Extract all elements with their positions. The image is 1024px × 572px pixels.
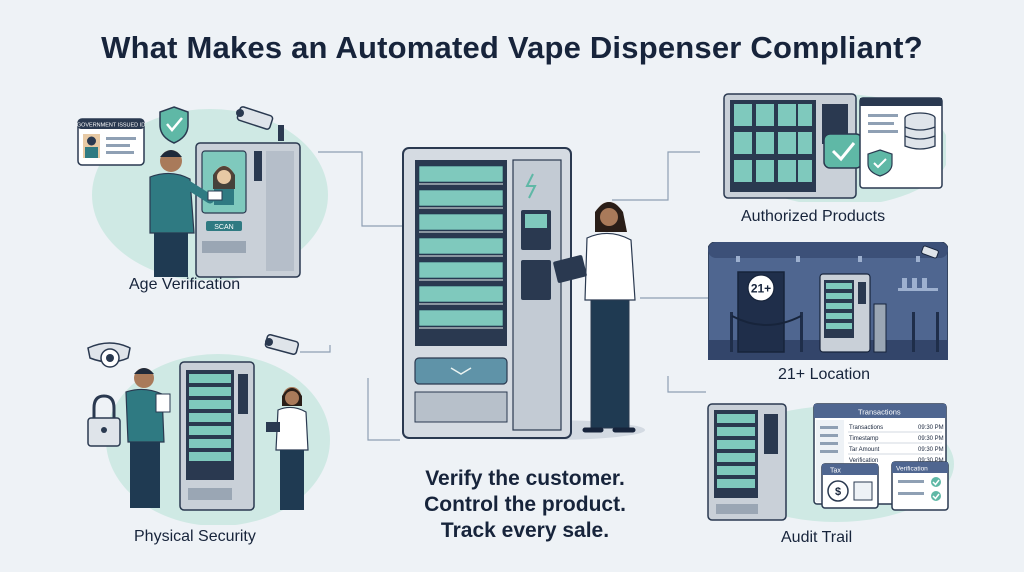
id-card-icon: GOVERNMENT ISSUED ID <box>77 118 145 166</box>
age-verification-panel: GOVERNMENT ISSUED ID SC <box>70 105 330 281</box>
verification-kiosk: SCAN <box>195 142 301 278</box>
verification-label-text: Verification <box>896 466 928 473</box>
shield-check-icon <box>159 106 189 144</box>
entry-door: 21+ <box>737 271 785 353</box>
operator-figure-female <box>266 387 309 510</box>
tax-card: Tax $ <box>821 463 879 509</box>
tax-label-text: Tax <box>830 468 841 475</box>
wall-shelf <box>898 278 938 291</box>
scan-button-text: SCAN <box>214 224 233 231</box>
tagline-line-3: Track every sale. <box>440 519 610 542</box>
security-camera-icon-right <box>264 333 300 355</box>
location-panel: 21+ <box>707 241 949 361</box>
audit-row-1-time: 09:30 PM <box>918 425 944 431</box>
audit-row-4-time: 09:30 PM <box>918 458 944 464</box>
attendant-figure <box>553 202 636 433</box>
audit-row-1-name: Transactions <box>849 425 883 431</box>
vending-machine-small <box>179 361 255 511</box>
audit-row-3-name: Tar Amount <box>849 447 880 453</box>
tagline-line-1: Verify the customer. <box>425 467 625 490</box>
audit-vending-machine <box>707 403 787 521</box>
vending-machine-large <box>402 147 572 439</box>
dollar-icon: $ <box>835 486 841 498</box>
physical-security-panel <box>70 330 332 526</box>
operator-figure-male <box>125 368 171 508</box>
age-verification-label: Age Verification <box>129 276 241 293</box>
physical-security-label: Physical Security <box>134 528 256 545</box>
audit-row-2-time: 09:30 PM <box>918 436 944 442</box>
padlock-icon <box>87 394 121 447</box>
audit-row-2-name: Timestamp <box>849 436 879 442</box>
id-card-text: GOVERNMENT ISSUED ID <box>77 123 145 129</box>
tagline: Verify the customer. Control the product… <box>384 466 666 544</box>
verification-card: Verification <box>891 461 949 511</box>
audit-row-4-name: Verification <box>849 458 878 464</box>
transactions-header-text: Transactions <box>858 408 901 417</box>
customer-figure <box>149 150 223 277</box>
page-title: What Makes an Automated Vape Dispenser C… <box>101 30 923 65</box>
authorized-products-label: Authorized Products <box>741 208 886 225</box>
authorized-products-panel <box>720 90 950 206</box>
database-document-icon <box>859 97 943 189</box>
age-sign-text: 21+ <box>751 282 771 296</box>
location-vending-machine <box>819 273 887 353</box>
audit-row-3-time: 09:30 PM <box>918 447 944 453</box>
location-camera-icon <box>921 245 939 259</box>
audit-trail-label: Audit Trail <box>781 529 853 546</box>
security-camera-icon <box>236 106 284 141</box>
location-label: 21+ Location <box>778 366 871 383</box>
security-camera-icon-left <box>87 342 131 368</box>
rope-barrier <box>730 312 939 352</box>
check-badge-icon <box>823 133 863 169</box>
tagline-line-2: Control the product. <box>424 493 626 516</box>
audit-trail-panel: Transactions Transactions 09:30 PM Times… <box>706 400 956 522</box>
center-vending-machine-panel <box>395 140 655 450</box>
